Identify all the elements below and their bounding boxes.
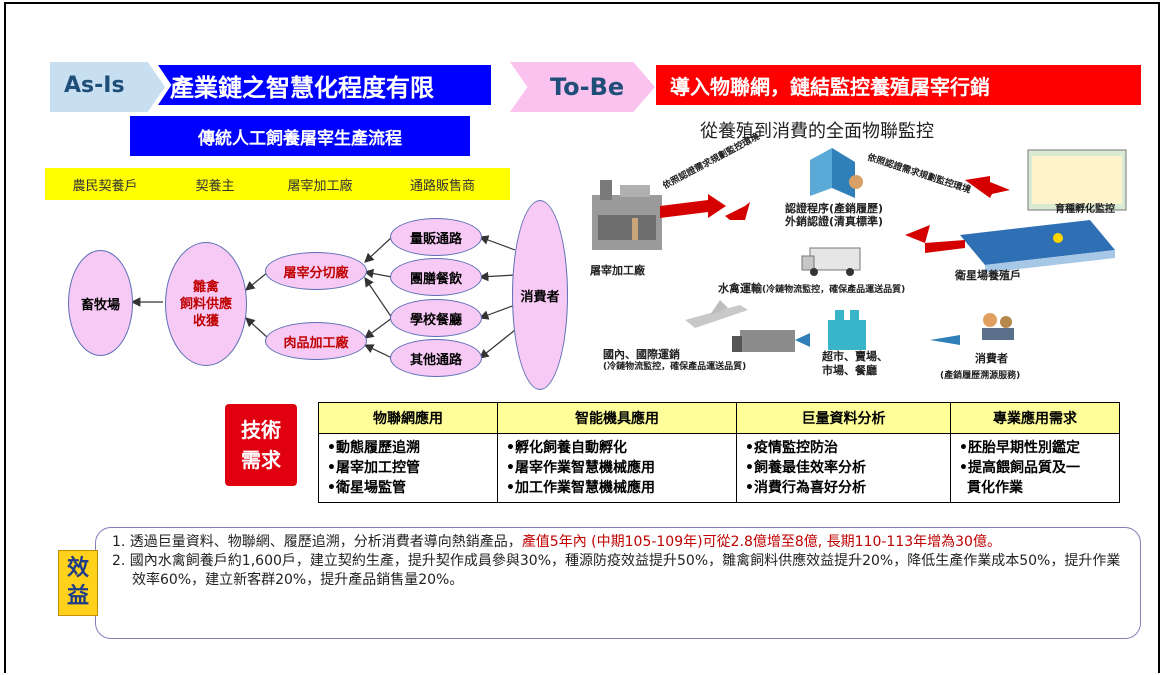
- tech-item: •衛星場監管: [327, 480, 406, 496]
- consumer-people-icon: [982, 313, 1014, 340]
- tech-badge: 技術需求: [225, 404, 297, 486]
- tech-cell-smart-machine: •孵化飼養自動孵化 •屠宰作業智慧機械應用 •加工作業智慧機械應用: [497, 433, 737, 503]
- benefit-item-1-plain: 1. 透過巨量資料、物聯網、履歷追溯，分析消費者導向熱銷產品，: [112, 534, 522, 550]
- category-channel: 通路販售商: [375, 168, 510, 200]
- asis-label: As-Is: [64, 73, 125, 98]
- node-consumer: 消費者: [512, 200, 568, 390]
- tech-item: •消費行為喜好分析: [745, 480, 866, 496]
- benefit-badge: 效 益: [58, 550, 98, 616]
- retail-line-1: 超市、賣場、: [822, 350, 888, 363]
- tobe-consumer-note: (產銷履歷溯源服務): [940, 371, 1021, 381]
- retail-line-2: 市場、餐廳: [822, 364, 877, 377]
- category-farmer: 農民契養戶: [45, 168, 165, 200]
- tech-header-row: 物聯網應用 智能機具應用 巨量資料分析 專業應用需求: [318, 402, 1120, 434]
- node-meat-processing: 肉品加工廠: [265, 322, 367, 360]
- supplier-line-3: 收獲: [192, 313, 219, 329]
- tech-item: •屠宰加工控管: [327, 460, 420, 476]
- satellite-farm-label: 衛星場養殖戶: [955, 269, 1021, 282]
- slide-frame: [4, 2, 1160, 673]
- tobe-consumer-label: 消費者: [975, 352, 1008, 365]
- certification-label: 認證程序(產銷履歷) 外銷認證(清真標準): [785, 202, 883, 228]
- node-supplier: 雛禽 飼料供應 收獲: [165, 242, 247, 366]
- benefit-badge-line-2: 益: [66, 584, 89, 609]
- blue-flow-arrows: [795, 333, 960, 347]
- category-slaughter: 屠宰加工廠: [265, 168, 375, 200]
- certification-line-1: 認證程序(產銷履歷): [785, 202, 884, 215]
- benefit-item-1: 1. 透過巨量資料、物聯網、履歷追溯，分析消費者導向熱銷產品，產值5年內 (中期…: [112, 533, 1122, 552]
- tobe-title: 導入物聯網，鏈結監控養殖屠宰行銷: [656, 65, 1141, 105]
- tech-header-iot: 物聯網應用: [318, 402, 498, 434]
- tech-cell-iot: •動態履歷追溯 •屠宰加工控管 •衛星場監管: [318, 433, 498, 503]
- category-contractor: 契養主: [165, 168, 265, 200]
- tech-item: 貫化作業: [967, 480, 1023, 496]
- slaughterhouse-label: 屠宰加工廠: [590, 264, 645, 277]
- tech-item: •加工作業智慧機械應用: [506, 480, 655, 496]
- asis-subtitle: 傳統人工飼養屠宰生產流程: [130, 116, 470, 156]
- red-flow-arrows: [660, 176, 1010, 253]
- tobe-illustration: [592, 148, 1127, 352]
- sales-shipping-label: 國內、國際運銷 (冷鏈物流監控，確保產品運送品質): [603, 348, 746, 374]
- tech-header-big-data: 巨量資料分析: [736, 402, 951, 434]
- supplier-line-1: 雛禽: [192, 279, 219, 295]
- tech-header-professional: 專業應用需求: [950, 402, 1120, 434]
- node-channel-wholesale: 量販通路: [390, 218, 482, 256]
- hatchery-label: 育種孵化監控: [1055, 204, 1115, 215]
- retail-label: 超市、賣場、 市場、餐廳: [822, 350, 888, 378]
- factory-icon: [592, 180, 662, 250]
- tech-item: •胚胎早期性別鑑定: [959, 440, 1080, 456]
- node-channel-school: 學校餐廳: [390, 299, 482, 337]
- benefit-text: 1. 透過巨量資料、物聯網、履歷追溯，分析消費者導向熱銷產品，產值5年內 (中期…: [112, 533, 1122, 590]
- transport-note: (冷鏈物流監控，確保產品運送品質): [762, 285, 906, 295]
- node-channel-other: 其他通路: [390, 339, 482, 377]
- sales-shipping-title: 國內、國際運銷: [603, 348, 680, 361]
- benefit-badge-line-1: 效: [66, 556, 89, 581]
- satellite-farm-icon: [960, 220, 1115, 273]
- tech-header-smart-machine: 智能機具應用: [497, 402, 737, 434]
- tech-item: •疫情監控防治: [745, 440, 838, 456]
- transport-label: 水禽運輸(冷鏈物流監控，確保產品運送品質): [718, 280, 905, 296]
- tech-cell-big-data: •疫情監控防治 •飼養最佳效率分析 •消費行為喜好分析: [736, 433, 951, 503]
- asis-flow-arrows: [130, 235, 516, 359]
- tech-badge-line-1: 技術: [241, 418, 281, 442]
- supplier-line-2: 飼料供應: [179, 296, 232, 312]
- node-slaughter-split: 屠宰分切廠: [265, 252, 367, 290]
- shopping-bag-icon: [828, 310, 866, 350]
- node-channel-catering: 團膳餐飲: [390, 258, 482, 296]
- tech-item: •飼養最佳效率分析: [745, 460, 866, 476]
- sales-shipping-note: (冷鏈物流監控，確保產品運送品質): [603, 362, 747, 372]
- asis-chevron: As-Is: [50, 62, 165, 112]
- transport-title: 水禽運輸: [718, 282, 762, 295]
- benefit-item-2: 2. 國內水禽飼養戶約1,600戶，建立契約生產，提升契作成員參與30%，種源防…: [112, 553, 1121, 588]
- asis-title: 產業鏈之智慧化程度有限: [158, 65, 491, 105]
- tech-item: •提高餵飼品質及一: [959, 460, 1080, 476]
- node-farm: 畜牧場: [68, 250, 133, 356]
- office-building-icon: [810, 148, 863, 198]
- truck-icon: [801, 247, 861, 276]
- plane-truck-icon: [685, 300, 795, 352]
- certification-line-2: 外銷認證(清真標準): [785, 215, 884, 228]
- tech-item: •動態履歷追溯: [327, 440, 420, 456]
- tech-item: •屠宰作業智慧機械應用: [506, 460, 655, 476]
- tobe-subtitle: 從養殖到消費的全面物聯監控: [700, 121, 934, 142]
- hatchery-screen-icon: [1027, 149, 1127, 211]
- tech-cell-professional: •胚胎早期性別鑑定 •提高餵飼品質及一 貫化作業: [950, 433, 1120, 503]
- benefit-item-1-highlight: 產值5年內 (中期105-109年)可從2.8億增至8億, 長期110-113年…: [521, 534, 1001, 550]
- tech-body-row: •動態履歷追溯 •屠宰加工控管 •衛星場監管 •孵化飼養自動孵化 •屠宰作業智慧…: [318, 433, 1120, 503]
- tech-requirements-table: 物聯網應用 智能機具應用 巨量資料分析 專業應用需求 •動態履歷追溯 •屠宰加工…: [318, 402, 1120, 503]
- tobe-label: To-Be: [550, 73, 625, 101]
- tobe-chevron: To-Be: [510, 62, 655, 112]
- tech-badge-line-2: 需求: [241, 448, 281, 472]
- tech-item: •孵化飼養自動孵化: [506, 440, 627, 456]
